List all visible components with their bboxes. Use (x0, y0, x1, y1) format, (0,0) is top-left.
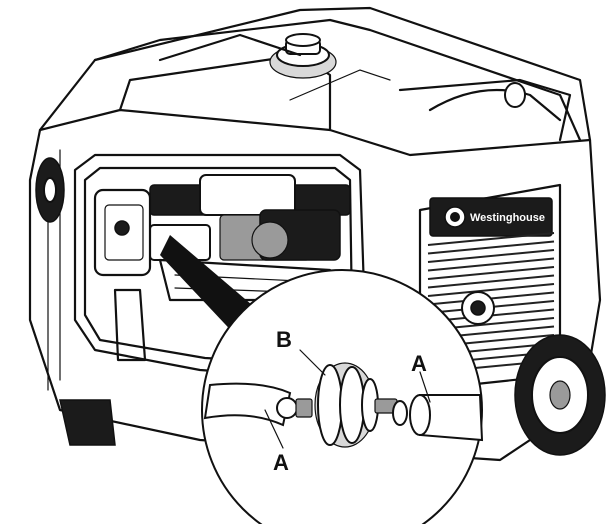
fitting-ring-1 (317, 364, 343, 446)
leader-a-right (419, 371, 431, 403)
callout-b: B (276, 327, 292, 352)
engine-bay (149, 174, 351, 302)
fuel-cap (269, 33, 337, 79)
hose-left-end (276, 397, 298, 419)
carry-handle (428, 82, 562, 122)
leader-a-left (264, 409, 284, 449)
control-panel (93, 188, 152, 362)
left-handle (35, 157, 65, 223)
top-rail (158, 33, 391, 101)
grille-slat (427, 266, 555, 280)
grille-knob-center (470, 300, 486, 316)
callout-a-right: A (411, 351, 427, 376)
brand-label: Westinghouse (470, 212, 545, 224)
grille-slat (427, 232, 555, 246)
leader-b (299, 349, 326, 376)
callout-a-left: A (273, 450, 289, 475)
fitting-stem-tip (392, 400, 408, 426)
grille-slat (427, 249, 555, 263)
zoom-detail (201, 269, 484, 524)
grille-slat (427, 257, 555, 272)
grille-slat (427, 240, 555, 255)
left-foot (59, 399, 116, 446)
hose-right-end (409, 394, 431, 436)
fitting-stem-left (295, 398, 313, 418)
grille-slat (427, 274, 555, 289)
fitting-ring-2 (339, 366, 365, 444)
grille-slat (427, 283, 555, 297)
wheel-right (514, 334, 606, 456)
